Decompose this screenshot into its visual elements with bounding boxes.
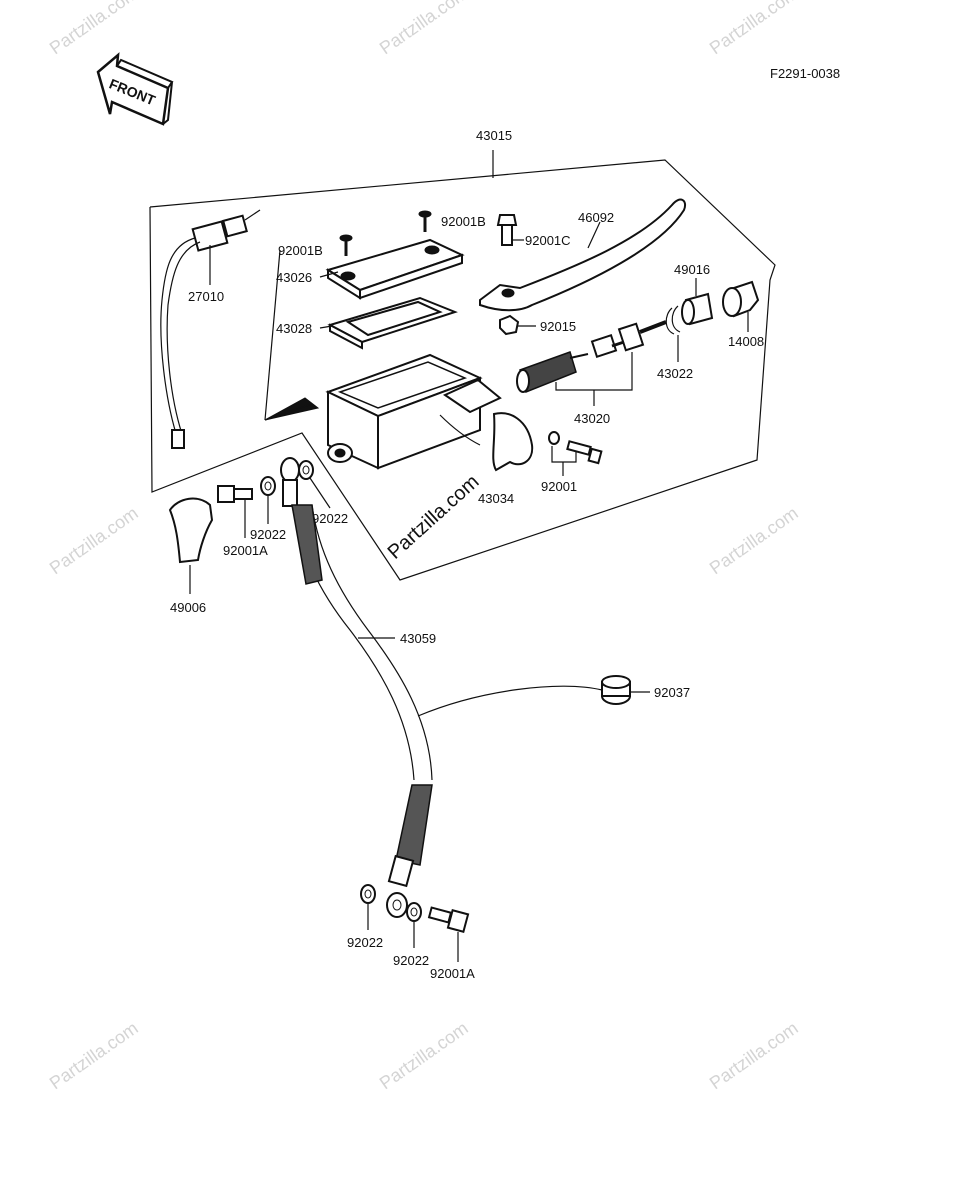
- watermark: Partzilla.com: [376, 1018, 472, 1093]
- callout-92001A: 92001A: [223, 543, 268, 558]
- nut-92015: [499, 314, 520, 336]
- master-cylinder-body: [325, 353, 502, 470]
- pivot-14008: [722, 280, 760, 318]
- watermark-layer: Partzilla.com Partzilla.com Partzilla.co…: [46, 0, 802, 1093]
- banjo-bolt-92001A: [427, 906, 470, 933]
- front-arrow-icon: FRONT: [96, 52, 174, 126]
- callout-92022: 92022: [250, 527, 286, 542]
- watermark: Partzilla.com: [46, 0, 142, 58]
- reservoir-cap-43026: [325, 238, 465, 300]
- callout-14008: 14008: [728, 334, 764, 349]
- watermark: Partzilla.com: [706, 503, 802, 578]
- screw-92001B: [339, 234, 353, 256]
- circlip-43022: [665, 305, 681, 335]
- piston-43020: [590, 320, 667, 358]
- diaphragm-43028: [327, 296, 458, 350]
- callout-92001B: 92001B: [278, 243, 323, 258]
- callout-49006: 49006: [170, 600, 206, 615]
- bolt-92001C: [496, 214, 518, 246]
- callout-92001C: 92001C: [525, 233, 571, 248]
- callout-92001B: 92001B: [441, 214, 486, 229]
- callout-43026: 43026: [276, 270, 312, 285]
- callout-92022: 92022: [312, 511, 348, 526]
- washer-92022: [360, 884, 376, 904]
- kit-outline: [149, 159, 776, 581]
- leader-46092: [587, 221, 601, 249]
- callout-43020: 43020: [574, 411, 610, 426]
- watermark: Partzilla.com: [376, 0, 472, 58]
- watermark: Partzilla.com: [706, 0, 802, 58]
- callout-92022: 92022: [347, 935, 383, 950]
- watermark: Partzilla.com: [706, 1018, 802, 1093]
- callout-92001: 92001: [541, 479, 577, 494]
- leader-92001: [551, 446, 577, 463]
- callout-43028: 43028: [276, 321, 312, 336]
- arrow-line: [264, 249, 281, 421]
- callout-92001A: 92001A: [430, 966, 475, 981]
- leader-92022: [309, 477, 331, 509]
- callout-27010: 27010: [188, 289, 224, 304]
- piston-spring-43020: [516, 351, 589, 394]
- watermark: Partzilla.com: [46, 503, 142, 578]
- callout-92037: 92037: [654, 685, 690, 700]
- leader-43028: [319, 325, 333, 329]
- callout-43034: 43034: [478, 491, 514, 506]
- diagram-id: F2291-0038: [770, 66, 840, 81]
- arrow-head-icon: [264, 397, 320, 421]
- bleeder-cap-49006: [168, 497, 214, 564]
- clamp-43034: [492, 412, 534, 472]
- arrow-line: [264, 403, 313, 421]
- banjo-bolt-92001A: [217, 485, 253, 503]
- brake-switch-27010: [160, 209, 261, 449]
- leader-43026: [319, 271, 339, 278]
- callout-43059: 43059: [400, 631, 436, 646]
- leader-92037: [417, 685, 603, 717]
- washer-92022: [298, 460, 314, 480]
- brake-hose-43059: [280, 457, 433, 918]
- callout-43022: 43022: [657, 366, 693, 381]
- watermark-center: Partzilla.com: [384, 471, 484, 564]
- screw-92001B: [418, 210, 432, 232]
- brake-lever-46092: [479, 198, 686, 312]
- dust-boot-49016: [681, 292, 714, 326]
- callout-49016: 49016: [674, 262, 710, 277]
- callout-92022: 92022: [393, 953, 429, 968]
- callout-46092: 46092: [578, 210, 614, 225]
- grommet-92037: [601, 675, 631, 705]
- washer-92022: [406, 902, 422, 922]
- callout-92015: 92015: [540, 319, 576, 334]
- bolt-92001: [548, 431, 603, 465]
- watermark: Partzilla.com: [46, 1018, 142, 1093]
- washer-92022: [260, 476, 276, 496]
- callout-43015: 43015: [476, 128, 512, 143]
